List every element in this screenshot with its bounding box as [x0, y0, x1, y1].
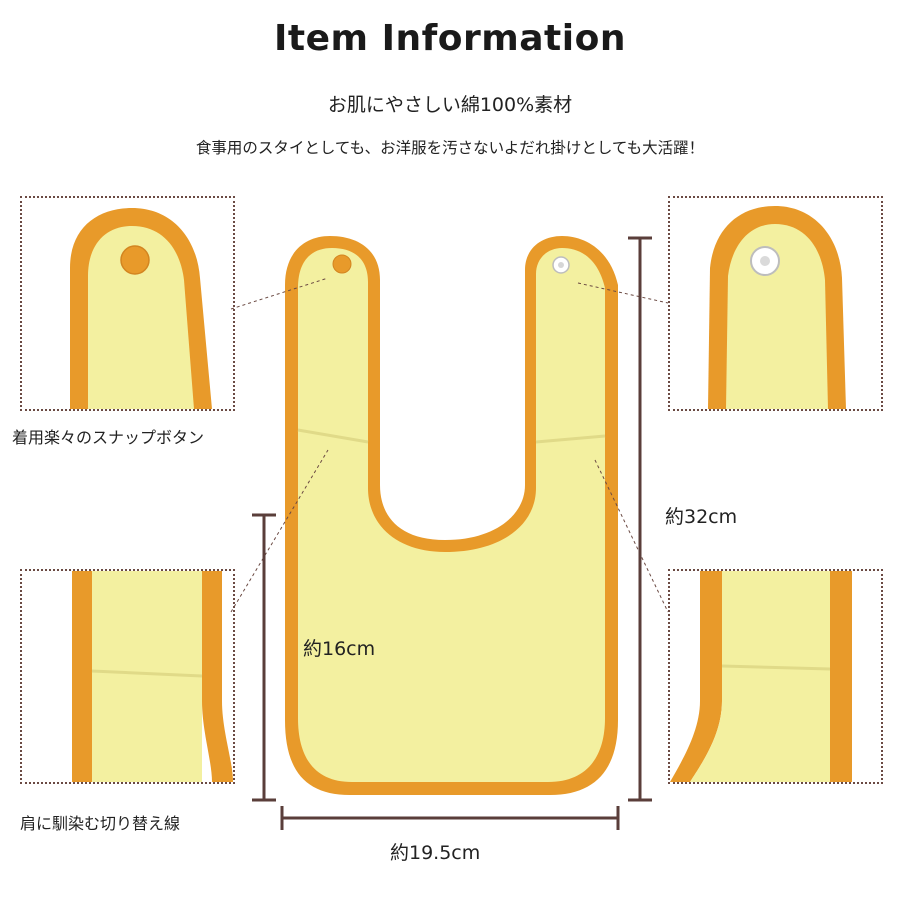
detail-snap-white-box — [668, 196, 883, 411]
snap-button-orange — [332, 254, 352, 274]
bib-fabric — [298, 248, 605, 782]
bib-illustration — [285, 236, 618, 795]
detail-seam-left-box — [20, 569, 235, 784]
page-title: Item Information — [274, 18, 626, 59]
snap-button-label: 着用楽々のスナップボタン — [12, 428, 205, 447]
left-shoulder-seam — [297, 428, 369, 444]
detail-snap-orange-box — [20, 196, 235, 411]
total-length-label: 約32cm — [665, 506, 738, 528]
measure-body-length — [252, 513, 276, 802]
material-subtitle: お肌にやさしい綿100%素材 — [327, 94, 573, 116]
snap-closeup-left — [70, 208, 212, 409]
seam-closeup-right — [670, 571, 852, 782]
detail-seam-right-box — [668, 569, 883, 784]
measure-width — [280, 806, 620, 830]
right-shoulder-seam — [535, 434, 606, 444]
snap-center — [558, 262, 564, 268]
width-label: 約19.5cm — [390, 842, 481, 864]
snap-closeup-right — [708, 206, 846, 409]
shoulder-seam-label: 肩に馴染む切り替え線 — [20, 814, 181, 833]
body-length-label: 約16cm — [303, 638, 376, 660]
usage-tagline: 食事用のスタイとしても、お洋服を汚さないよだれ掛けとしても大活躍！ — [195, 139, 705, 157]
seam-closeup-left — [72, 571, 233, 782]
